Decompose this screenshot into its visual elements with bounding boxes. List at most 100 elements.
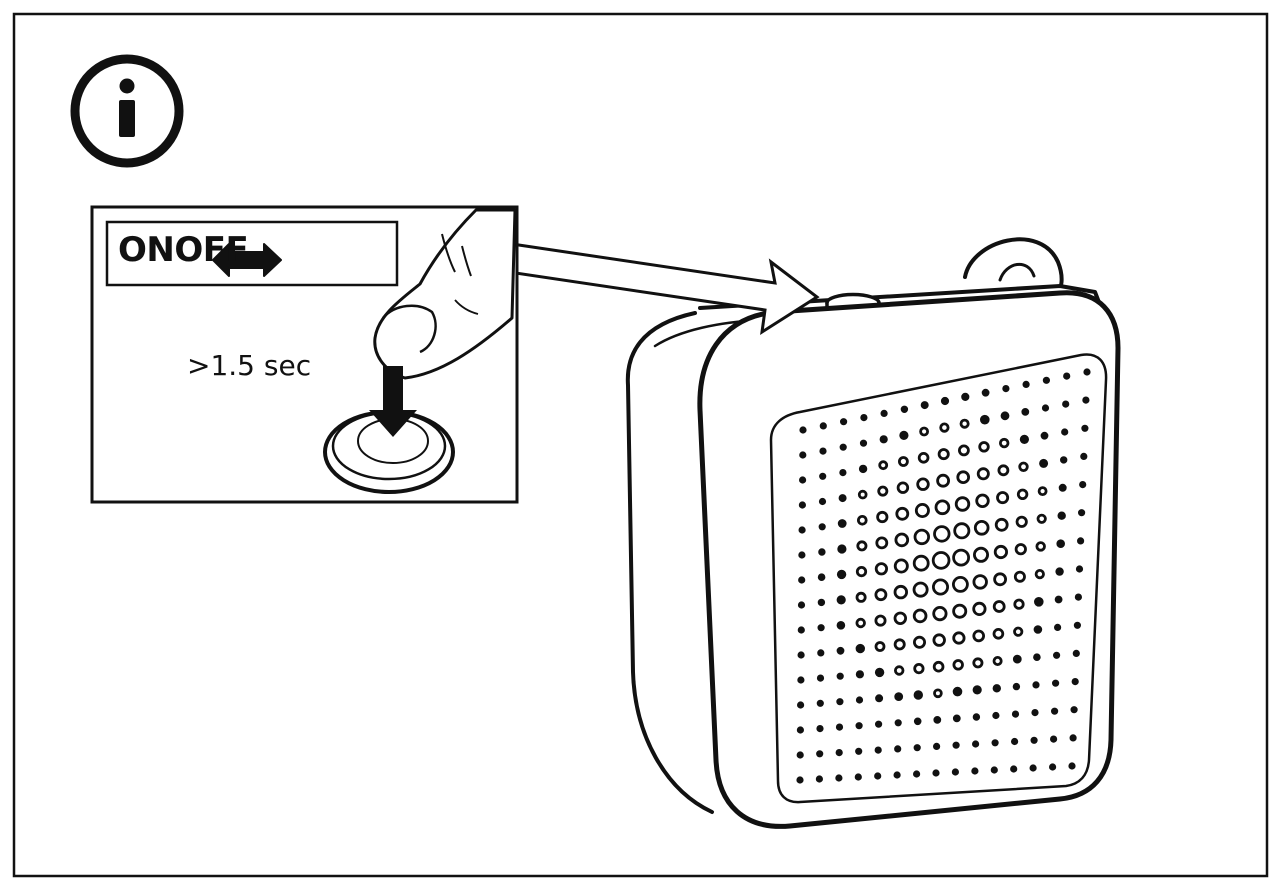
grille-hole: [931, 551, 951, 570]
grille-hole: [836, 646, 845, 655]
grille-hole: [1083, 368, 1091, 376]
grille-hole: [835, 723, 844, 731]
grille-hole: [1013, 570, 1026, 583]
grille-hole: [971, 740, 980, 748]
grille-hole: [973, 519, 990, 536]
grille-hole: [894, 532, 910, 548]
grille-hole: [816, 674, 825, 682]
grille-hole: [818, 548, 826, 556]
grille-hole: [797, 601, 806, 609]
grille-hole: [855, 617, 866, 629]
grille-hole: [1080, 452, 1088, 460]
grille-hole: [817, 624, 825, 632]
grille-hole: [952, 603, 968, 619]
grille-hole: [1030, 736, 1038, 744]
grille-hole: [952, 741, 960, 749]
grille-hole: [1053, 651, 1061, 659]
grille-hole: [878, 460, 889, 471]
grille-hole: [817, 649, 825, 657]
grille-hole: [1019, 434, 1030, 444]
grille-hole: [818, 523, 826, 531]
grille-hole: [858, 464, 868, 474]
grille-hole: [1070, 706, 1078, 714]
grille-hole: [1072, 649, 1080, 658]
grille-hole: [937, 448, 950, 461]
grille-hole: [933, 525, 951, 543]
grille-hole: [798, 576, 806, 584]
grille-hole: [1074, 593, 1083, 601]
grille-hole: [913, 528, 931, 546]
grille-hole: [932, 578, 950, 596]
grille-hole: [896, 481, 910, 494]
grille-hole: [798, 526, 806, 534]
grille-hole: [855, 670, 865, 679]
grille-hole: [819, 472, 827, 480]
grille-hole: [816, 724, 824, 733]
grille-hole: [999, 437, 1010, 449]
grille-hole: [799, 451, 807, 459]
grille-hole: [1018, 461, 1029, 472]
grille-hole: [954, 496, 971, 512]
grille-hole: [1049, 763, 1057, 771]
grille-hole: [1056, 539, 1065, 548]
grille-hole: [932, 633, 946, 647]
grille-hole: [855, 643, 865, 654]
grille-hole: [874, 562, 889, 576]
grille-hole: [879, 435, 888, 444]
grille-hole: [819, 447, 827, 455]
grille-hole: [898, 456, 909, 467]
grille-hole: [837, 519, 847, 528]
grille-hole: [972, 601, 987, 617]
grille-hole: [992, 684, 1001, 693]
grille-hole: [1050, 735, 1058, 743]
grille-hole: [1079, 480, 1087, 489]
grille-hole: [1036, 513, 1047, 524]
grille-hole: [817, 573, 826, 581]
grille-hole: [1013, 598, 1025, 610]
grille-hole: [874, 772, 882, 780]
grille-hole: [859, 439, 868, 447]
grille-hole: [798, 551, 806, 559]
grille-hole: [981, 388, 990, 397]
pointer-arrow: [499, 242, 820, 336]
grille-hole: [934, 499, 951, 516]
grille-hole: [1040, 431, 1049, 440]
grille-hole: [912, 581, 929, 598]
grille-hole: [855, 591, 867, 603]
grille-hole: [1062, 400, 1070, 408]
double-arrow-icon: [212, 243, 282, 277]
grille-hole: [894, 719, 902, 727]
hold-duration-label: >1.5 sec: [187, 349, 312, 382]
grille-hole: [1033, 653, 1041, 661]
grille-hole: [1012, 682, 1021, 691]
grille-hole: [1081, 424, 1089, 432]
grille-hole: [1002, 384, 1010, 393]
grille-hole: [875, 536, 889, 550]
grille-hole: [856, 514, 868, 526]
grille-hole: [932, 605, 948, 622]
grille-hole: [817, 598, 826, 607]
grille-hole: [992, 600, 1006, 613]
info-icon: [70, 54, 184, 168]
grille-hole: [1000, 411, 1010, 421]
grille-hole: [919, 426, 929, 437]
grille-hole: [874, 667, 885, 678]
grille-hole: [951, 768, 960, 776]
grille-hole: [993, 572, 1007, 587]
grille-hole: [972, 713, 981, 721]
grille-hole: [1055, 567, 1064, 576]
grille-hole: [838, 494, 847, 503]
grille-hole: [894, 692, 904, 701]
grille-hole: [1077, 537, 1085, 545]
grille-hole: [959, 418, 970, 429]
grille-hole: [952, 686, 963, 697]
grille-hole: [816, 750, 824, 758]
grille-hole: [1039, 458, 1049, 468]
grille-hole: [932, 742, 941, 751]
grille-hole: [1034, 596, 1044, 607]
grille-hole: [1015, 515, 1028, 528]
grille-hole: [997, 464, 1010, 477]
grille-hole: [880, 409, 888, 417]
grille-hole: [993, 544, 1009, 560]
grille-hole: [1052, 679, 1060, 687]
